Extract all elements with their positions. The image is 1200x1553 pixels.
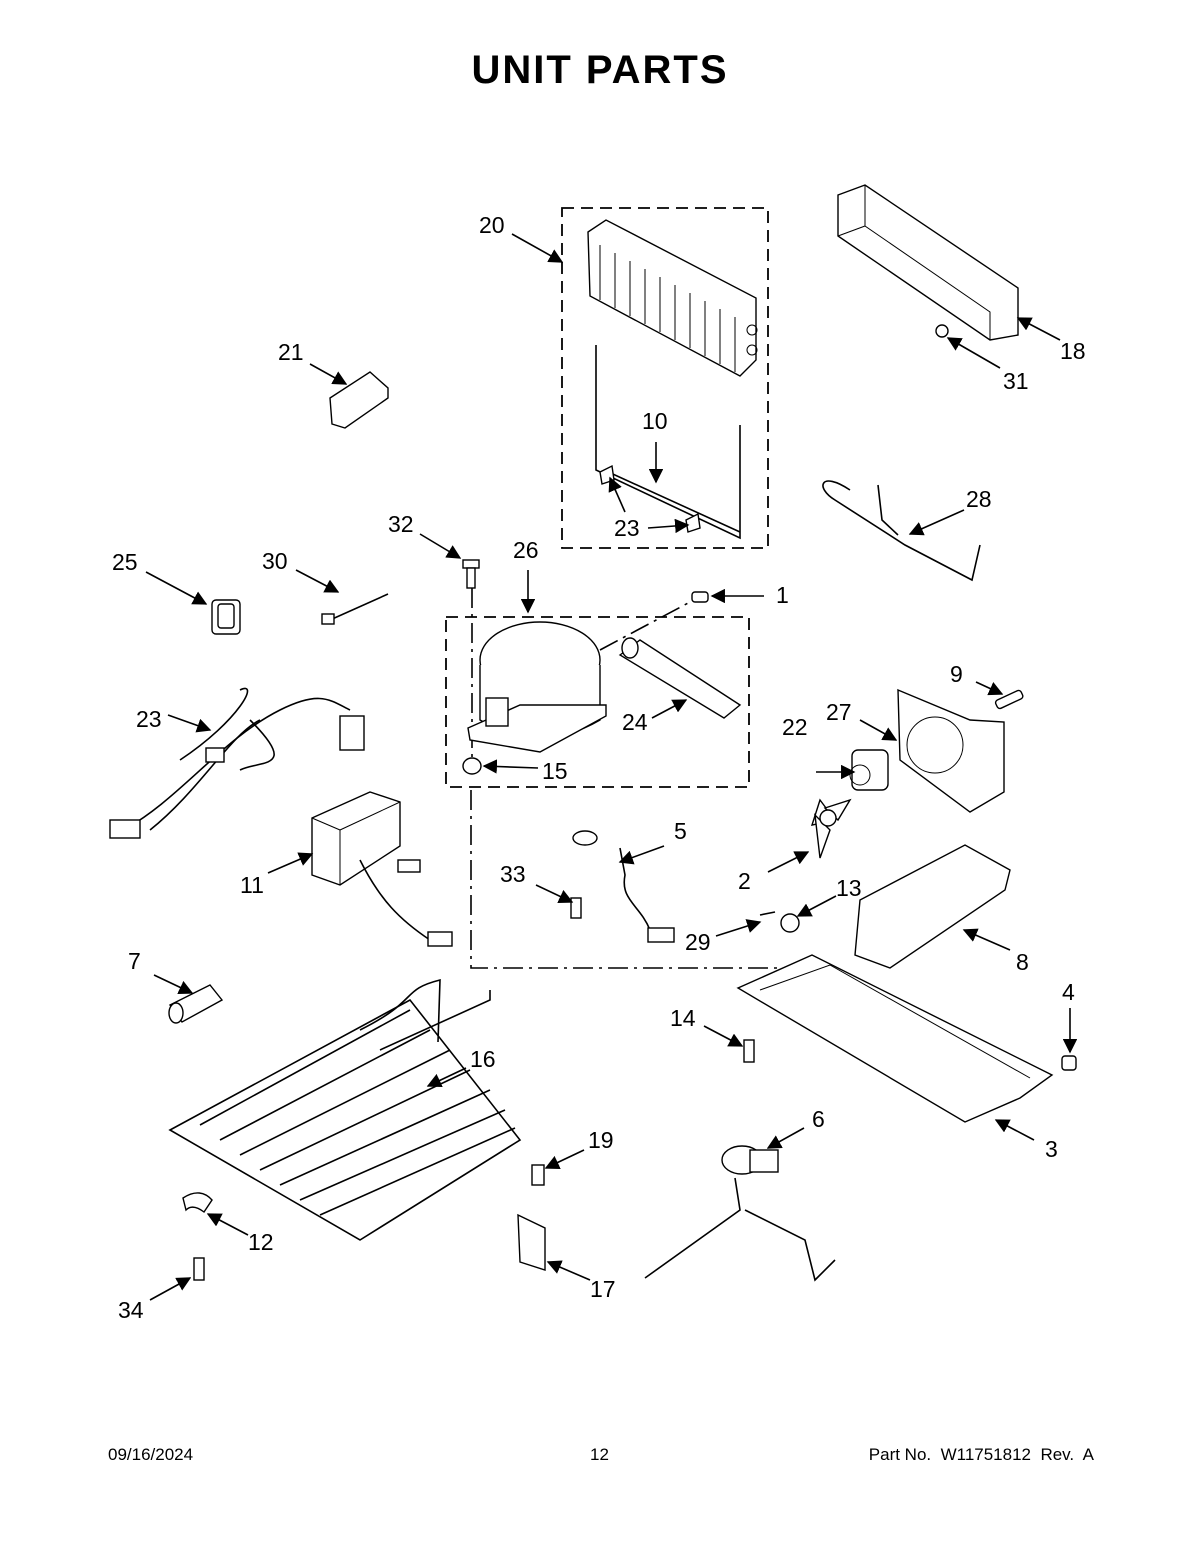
- screw-part-19: [531, 1164, 545, 1186]
- callout-label: 23: [136, 706, 162, 732]
- screw-part-33: [462, 559, 480, 589]
- grommet-part-13: [780, 913, 800, 933]
- callout-label: 19: [588, 1127, 614, 1153]
- evaporator-part-20: [587, 219, 758, 377]
- callout-label: 13: [836, 875, 862, 901]
- footer-part-number: Part No. W11751812 Rev. A: [868, 1445, 1094, 1464]
- footer-date: 09/16/2024: [108, 1445, 194, 1464]
- callout-label: 28: [966, 486, 992, 512]
- callout-label: 30: [262, 548, 288, 574]
- drain-tube-part-5: [572, 830, 675, 943]
- harness-part-24: [109, 687, 365, 839]
- screw-part-9: [994, 689, 1024, 710]
- screw-part-4: [1061, 1055, 1077, 1071]
- screw-part-14: [743, 1039, 755, 1063]
- leader-dashdot-line: [470, 790, 780, 969]
- screw-part-1: [691, 591, 709, 603]
- clip-part-23: [685, 512, 701, 533]
- valve-part-6: [644, 1145, 836, 1282]
- leader-dashdot-line: [599, 601, 691, 651]
- base-plate-part-3: [736, 954, 1054, 1123]
- page-title: UNIT PARTS: [471, 48, 729, 92]
- footer-page-number: 12: [590, 1445, 609, 1464]
- drier-part-25: [618, 637, 742, 719]
- callout-label: 3: [1045, 1136, 1058, 1162]
- shroud-part-29: [897, 688, 1005, 813]
- callout-label: 26: [513, 537, 539, 563]
- callout-label: 22: [782, 714, 808, 740]
- callout-label: 20: [479, 212, 505, 238]
- callout-label: 11: [240, 872, 264, 898]
- clip-part-12: [182, 1192, 213, 1214]
- callout-label: 8: [1016, 949, 1029, 975]
- callout-label: 6: [812, 1106, 825, 1132]
- callout-arrows: [145, 233, 1078, 1301]
- callout-label: 33: [500, 861, 526, 887]
- control-box-part-11: [311, 791, 453, 947]
- callout-label: 32: [388, 511, 414, 537]
- callout-label: 31: [1003, 368, 1029, 394]
- fan-blade-part-2: [810, 798, 852, 859]
- callout-label: 17: [590, 1276, 616, 1302]
- compressor-group-box: [445, 616, 750, 788]
- drain-pan-part-8: [854, 844, 1011, 969]
- callout-label: 4: [1062, 979, 1075, 1005]
- callout-label: 5: [674, 818, 687, 844]
- tube-part-30: [822, 480, 981, 582]
- callout-label: 16: [470, 1046, 496, 1072]
- callout-label: 12: [248, 1229, 274, 1255]
- bracket-part-17: [517, 1213, 546, 1271]
- callout-label: 21: [278, 339, 304, 365]
- callout-label: 23: [614, 515, 640, 541]
- motor-part-22: [849, 749, 889, 791]
- screw-part-34: [570, 897, 582, 919]
- callout-label: 9: [950, 661, 963, 687]
- evaporator-group-box: [561, 207, 769, 549]
- callout-label: 24: [622, 709, 648, 735]
- callout-label: 18: [1060, 338, 1086, 364]
- callout-label: 29: [685, 929, 711, 955]
- clip-part-27: [211, 599, 241, 635]
- pin-part-28: [759, 911, 776, 916]
- board-part-21: [329, 371, 389, 429]
- tie-part-31: [321, 593, 389, 625]
- callout-label: 14: [670, 1005, 696, 1031]
- callout-label: 1: [776, 582, 789, 608]
- tube-part-7: [168, 984, 224, 1024]
- heater-part-10: [595, 345, 741, 540]
- nut-part-32: [935, 324, 949, 338]
- callout-label: 25: [112, 549, 138, 575]
- callout-label: 15: [542, 758, 568, 784]
- callout-label: 2: [738, 868, 751, 894]
- grommet-part-15: [462, 757, 482, 775]
- callout-label: 10: [642, 408, 668, 434]
- callout-label: 27: [826, 699, 852, 725]
- callout-label: 7: [128, 948, 141, 974]
- cover-part-18: [837, 184, 1019, 341]
- condenser-part-16: [168, 978, 522, 1241]
- compressor-part-26: [467, 621, 607, 753]
- callout-label: 34: [118, 1297, 144, 1323]
- screw-part-35: [193, 1257, 205, 1281]
- callout-labels: 20 21 18 31 10 23 28 32 26 25 30 1 9 27 …: [112, 212, 1086, 1323]
